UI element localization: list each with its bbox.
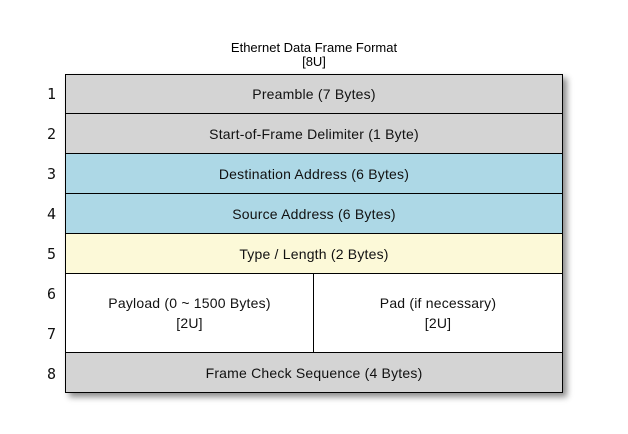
frame-row-label: Destination Address (6 Bytes) xyxy=(218,165,410,182)
unit-numbers-column: 1 2 3 4 5 6 7 8 xyxy=(0,74,56,394)
unit-number-7: 7 xyxy=(46,325,56,343)
payload-units-label: [2U] xyxy=(176,315,203,331)
unit-number-2: 2 xyxy=(46,125,56,143)
frame-row-destination-address: Destination Address (6 Bytes) xyxy=(66,154,562,194)
frame-row-sfd: Start-of-Frame Delimiter (1 Byte) xyxy=(66,114,562,154)
pad-units-label: [2U] xyxy=(424,315,452,331)
frame-row-label: Type / Length (2 Bytes) xyxy=(239,245,389,262)
unit-number-3: 3 xyxy=(46,165,56,183)
diagram-title: Ethernet Data Frame Format xyxy=(230,40,398,55)
frame-cell-payload: Payload (0 ~ 1500 Bytes) [2U] xyxy=(66,274,314,352)
diagram-subtitle: [8U] xyxy=(302,54,326,69)
unit-number-5: 5 xyxy=(46,245,56,263)
unit-number-8: 8 xyxy=(46,365,56,383)
frame-row-type-length: Type / Length (2 Bytes) xyxy=(66,234,562,274)
unit-number-4: 4 xyxy=(46,205,56,223)
frame-row-preamble: Preamble (7 Bytes) xyxy=(66,75,562,114)
frame-row-label: Source Address (6 Bytes) xyxy=(232,205,396,222)
frame-cell-pad: Pad (if necessary) [2U] xyxy=(314,274,562,352)
frame-row-label: Start-of-Frame Delimiter (1 Byte) xyxy=(209,125,419,142)
frame-format-table: Preamble (7 Bytes) Start-of-Frame Delimi… xyxy=(65,74,563,393)
pad-label: Pad (if necessary) xyxy=(379,295,497,311)
frame-row-source-address: Source Address (6 Bytes) xyxy=(66,194,562,234)
unit-number-1: 1 xyxy=(46,85,56,103)
frame-row-fcs: Frame Check Sequence (4 Bytes) xyxy=(66,353,562,392)
frame-row-label: Frame Check Sequence (4 Bytes) xyxy=(205,364,423,381)
frame-row-label: Preamble (7 Bytes) xyxy=(252,86,376,102)
unit-number-6: 6 xyxy=(46,285,56,303)
payload-label: Payload (0 ~ 1500 Bytes) xyxy=(108,295,271,311)
diagram-title-block: Ethernet Data Frame Format [8U] xyxy=(65,41,563,69)
frame-row-payload-pad: Payload (0 ~ 1500 Bytes) [2U] Pad (if ne… xyxy=(66,274,562,353)
